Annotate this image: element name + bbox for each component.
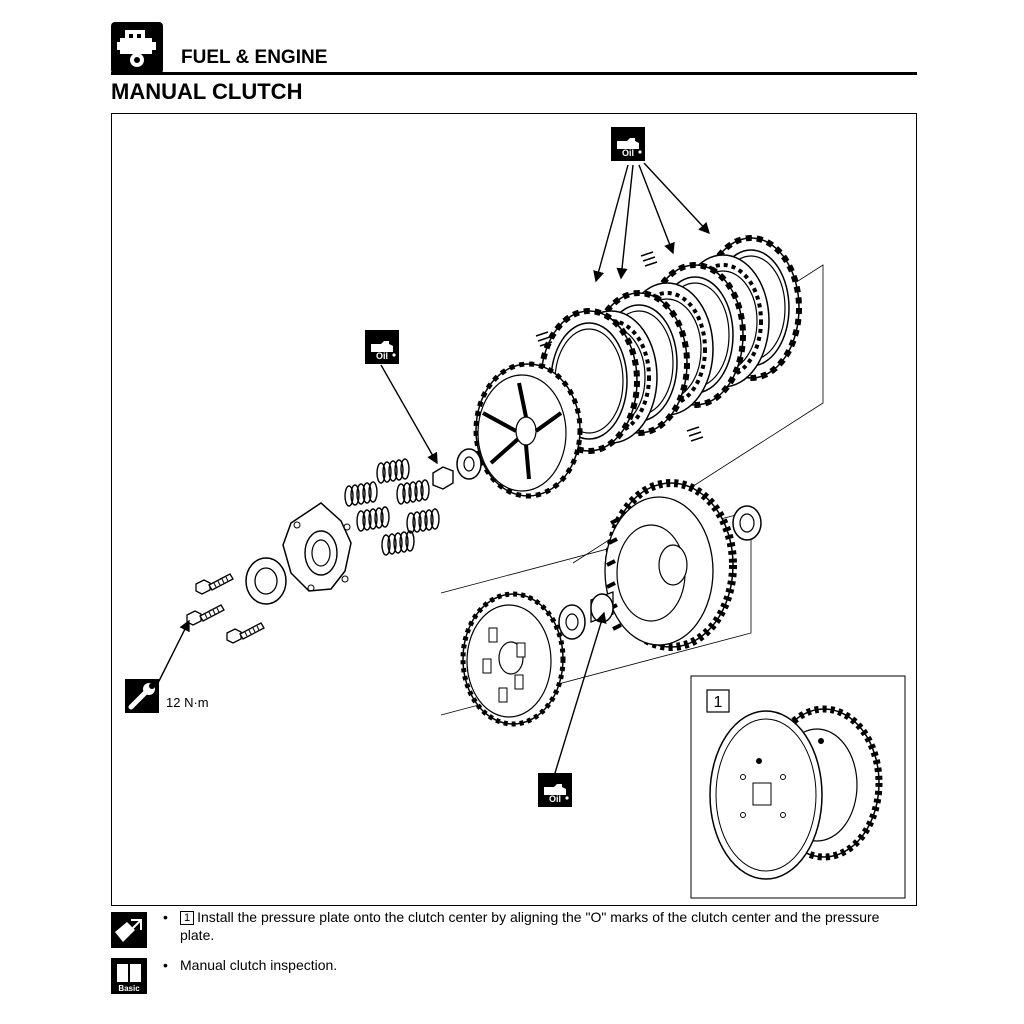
detail-inset: 1	[690, 675, 906, 899]
svg-text:Oil: Oil	[376, 351, 388, 361]
bullet: •	[163, 957, 168, 973]
torque-value: 12 N·m	[166, 695, 209, 710]
clutch-housing	[604, 479, 737, 651]
lifter-plate	[282, 502, 352, 592]
bullet: •	[163, 909, 168, 925]
wrench-icon	[125, 679, 159, 713]
svg-text:Oil: Oil	[622, 148, 634, 158]
engine-fuel-icon	[111, 22, 163, 74]
install-note-icon	[111, 912, 147, 948]
clutch-exploded-diagram: Oil Oil Oil 12 N·m 1	[111, 113, 917, 906]
header-rule	[111, 72, 917, 75]
install-note-text: Install the pressure plate onto the clut…	[180, 909, 880, 943]
pressure-plate	[473, 361, 583, 499]
clutch-center	[460, 591, 566, 727]
svg-text:Basic: Basic	[118, 984, 140, 993]
oil-can-icon: Oil	[538, 773, 572, 807]
basic-reference-text[interactable]: Manual clutch inspection.	[180, 957, 338, 973]
oil-can-icon: Oil	[365, 330, 399, 364]
section-title: FUEL & ENGINE	[181, 47, 328, 68]
page-title: MANUAL CLUTCH	[111, 79, 303, 104]
detail-number: 1	[714, 694, 723, 711]
oil-can-icon: Oil	[611, 127, 645, 161]
book-basic-icon: Basic	[111, 958, 147, 994]
note-ref-number: 1	[180, 911, 195, 925]
svg-text:Oil: Oil	[549, 794, 561, 804]
